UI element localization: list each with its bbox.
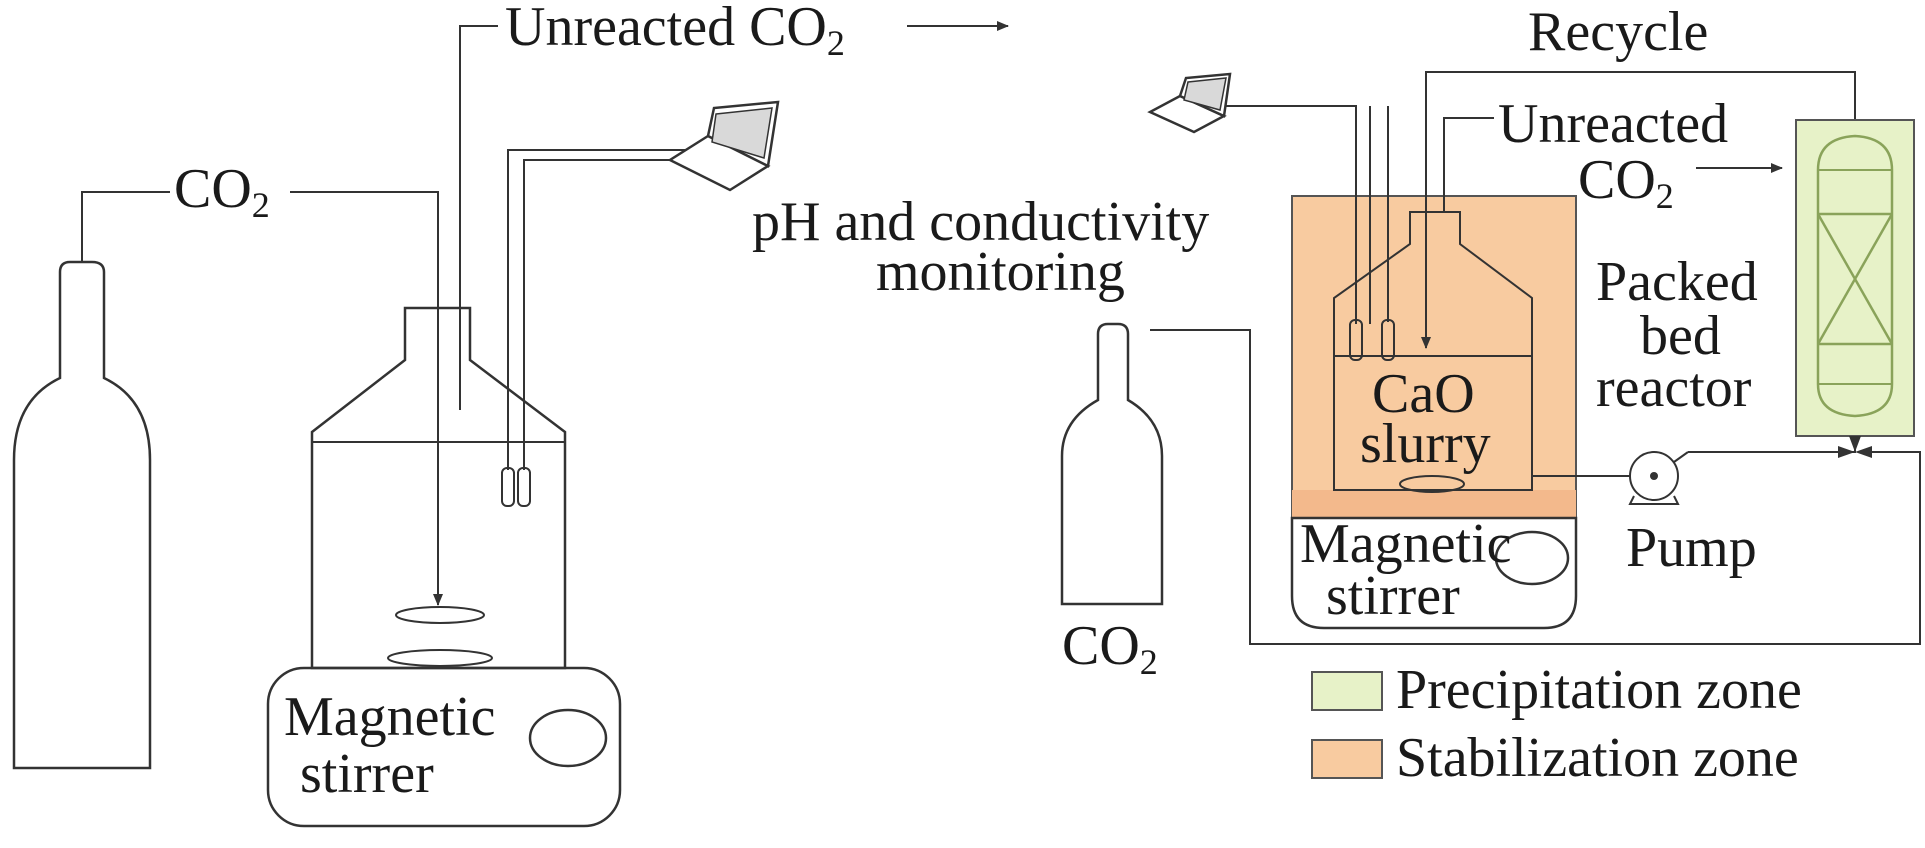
slurry-label-line1: CaO <box>1372 363 1475 425</box>
left-stir-disc <box>387 649 493 667</box>
pump-outlet-line <box>1688 436 1856 453</box>
left-laptop-icon <box>667 100 780 192</box>
left-probes <box>501 149 701 507</box>
right-reactor-bottle <box>1333 211 1533 491</box>
right-stir-bar <box>1399 475 1465 493</box>
recycle-line <box>1421 71 1856 349</box>
three-way-valve-icon <box>1838 436 1872 458</box>
monitoring-label-line2: monitoring <box>876 241 1125 303</box>
right-outlet-line <box>1443 117 1494 212</box>
return-line <box>1150 329 1921 645</box>
right-magnetic-stirrer <box>1290 516 1578 630</box>
right-gas-cylinder <box>1060 322 1164 606</box>
left-stirrer-label-line2: stirrer <box>300 743 434 805</box>
left-stirrer-label-line1: Magnetic <box>284 686 495 748</box>
right-setup: Recycle Unreacted CO2 Packed bed reactor… <box>1060 1 1921 682</box>
left-outlet-line <box>459 25 498 410</box>
left-stirrer-knob <box>528 708 608 768</box>
right-probes <box>1222 105 1395 361</box>
right-stirrer-label-line2: stirrer <box>1326 565 1460 627</box>
left-magnetic-stirrer <box>266 666 622 828</box>
reactor-label-line3: reactor <box>1596 357 1752 419</box>
recycle-label: Recycle <box>1528 1 1708 63</box>
stabilization-zone-base <box>1292 490 1576 518</box>
slurry-label-line2: slurry <box>1360 413 1491 475</box>
legend-label-stabilization: Stabilization zone <box>1396 727 1799 789</box>
packed-bed-reactor <box>1795 119 1915 437</box>
legend-swatch-precipitation <box>1311 671 1383 711</box>
monitoring-label-line1: pH and conductivity <box>752 191 1209 253</box>
left-gas-cylinder <box>12 260 152 770</box>
left-gas-label: CO2 <box>174 158 270 225</box>
right-outlet-label-line1: Unreacted <box>1498 93 1728 155</box>
left-outlet-label: Unreacted CO2 <box>505 0 845 63</box>
left-setup: CO2 Unreacted CO2 pH and conductivity mo… <box>12 0 1209 828</box>
right-gas-label: CO2 <box>1062 615 1158 682</box>
right-laptop-icon <box>1147 72 1232 134</box>
left-stir-bar <box>395 606 485 624</box>
right-outlet-label-line2: CO2 <box>1578 149 1674 216</box>
pump-label: Pump <box>1626 517 1757 579</box>
pump-icon <box>1628 451 1689 505</box>
legend: Precipitation zone Stabilization zone <box>1311 659 1802 789</box>
legend-label-precipitation: Precipitation zone <box>1396 659 1802 721</box>
legend-swatch-stabilization <box>1311 739 1383 779</box>
right-stirrer-label-line1: Magnetic <box>1300 513 1511 575</box>
reactor-label-line2: bed <box>1640 305 1721 367</box>
reactor-label-line1: Packed <box>1596 251 1758 313</box>
right-stirrer-knob <box>1494 530 1570 586</box>
left-gas-line <box>81 191 438 605</box>
